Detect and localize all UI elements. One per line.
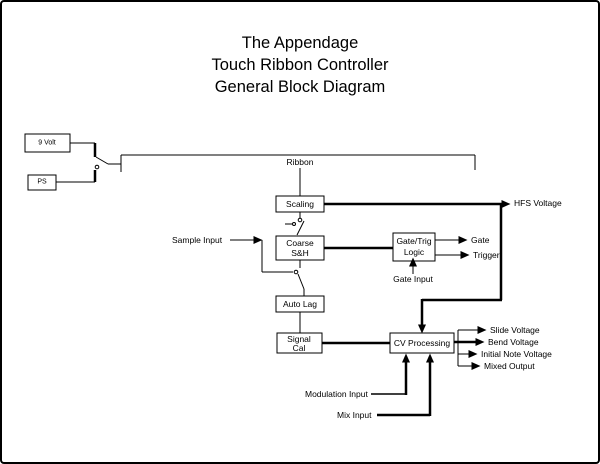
page-title-line3: General Block Diagram	[215, 78, 386, 96]
switch-contact	[292, 222, 296, 226]
label-slide-voltage: Slide Voltage	[490, 325, 540, 335]
wire-hfs-feedback	[418, 204, 503, 334]
block-signal-cal-label1: Signal	[287, 334, 311, 344]
page-title-line1: The Appendage	[242, 34, 359, 52]
block-coarse-sh-label2: S&H	[291, 248, 308, 258]
block-cv-processing-label: CV Processing	[394, 338, 450, 348]
block-auto-lag-label: Auto Lag	[283, 299, 317, 309]
page-title-line2: Touch Ribbon Controller	[211, 56, 389, 74]
wire-mix-input	[377, 353, 434, 417]
switch-contact	[293, 269, 299, 275]
block-ribbon-label: Ribbon	[287, 157, 314, 167]
label-mix-input: Mix Input	[337, 410, 372, 420]
label-modulation-input: Modulation Input	[305, 389, 368, 399]
label-bend-voltage: Bend Voltage	[488, 337, 539, 347]
switch-lever	[95, 156, 109, 165]
switch-lever	[296, 220, 305, 236]
label-initial-note-voltage: Initial Note Voltage	[481, 349, 552, 359]
label-hfs-voltage: HFS Voltage	[514, 198, 562, 208]
wire-modulation-input	[371, 353, 410, 395]
block-scaling-label: Scaling	[286, 199, 314, 209]
switch-sh-output	[293, 260, 305, 296]
block-gate-trig-label2: Logic	[404, 247, 425, 257]
block-power-9volt-label: 9 Volt	[38, 140, 56, 147]
block-power-ps-label: PS	[37, 179, 47, 186]
label-mixed-output: Mixed Output	[484, 361, 535, 371]
block-signal-cal-label2: Cal	[293, 343, 306, 353]
block-gate-trig-label1: Gate/Trig	[396, 236, 431, 246]
switch-lever	[297, 273, 305, 290]
label-gate-output: Gate	[471, 235, 490, 245]
switch-scaling-to-sh	[285, 212, 305, 236]
ribbon-element	[120, 154, 476, 172]
label-gate-input: Gate Input	[393, 274, 433, 284]
block-coarse-sh-label1: Coarse	[286, 238, 314, 248]
switch-contact	[94, 164, 100, 170]
wire-sample-input	[230, 236, 293, 273]
switch-contact	[297, 217, 303, 223]
power-switch	[56, 142, 121, 183]
label-sample-input: Sample Input	[172, 235, 223, 245]
label-trigger-output: Trigger	[473, 250, 500, 260]
